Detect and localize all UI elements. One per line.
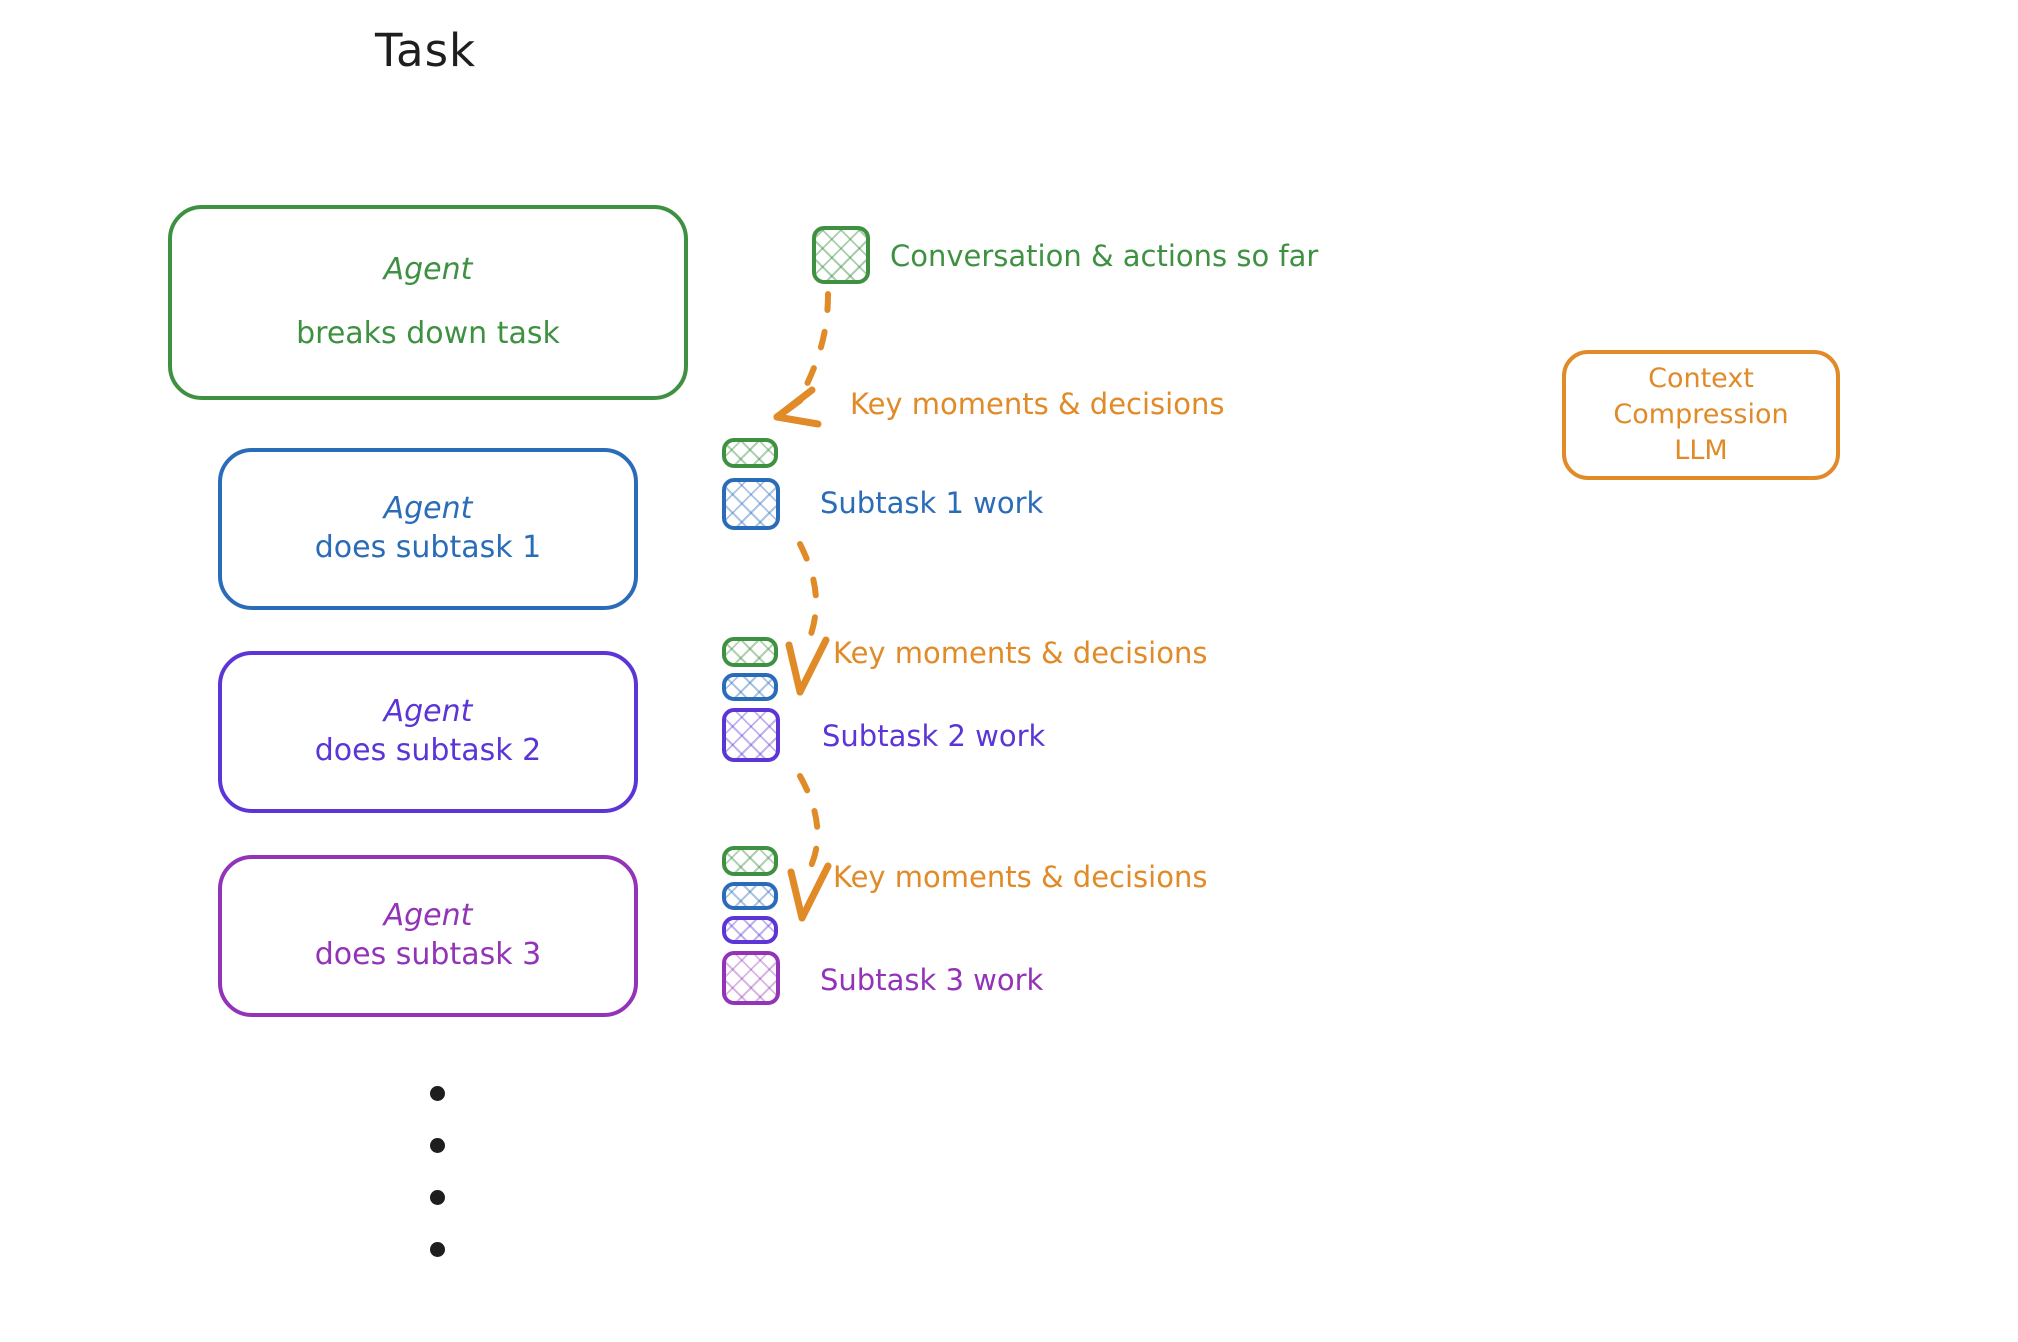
arrow-label-key-moments-2: Key moments & decisions <box>833 636 1208 670</box>
agent-box-subtask-1[interactable]: Agent does subtask 1 <box>218 448 638 610</box>
context-chip-magenta-full-3 <box>722 951 780 1005</box>
arrow-label-key-moments-3: Key moments & decisions <box>833 860 1208 894</box>
agent-role-label: Agent <box>383 897 473 933</box>
continuation-dot <box>430 1242 445 1257</box>
context-chip-green-compressed-2 <box>722 637 778 667</box>
continuation-dot <box>430 1138 445 1153</box>
agent-action-label: breaks down task <box>296 315 560 351</box>
llm-label-line-3: LLM <box>1674 435 1728 467</box>
context-chip-blue-full-1 <box>722 478 780 530</box>
agent-box-breaks-down-task[interactable]: Agent breaks down task <box>168 205 688 400</box>
context-chip-blue-compressed-2 <box>722 673 778 701</box>
context-chip-blue-compressed-3 <box>722 882 778 910</box>
context-chip-violet-full-2 <box>722 708 780 762</box>
agent-role-label: Agent <box>383 693 473 729</box>
context-chip-violet-compressed-3 <box>722 916 778 944</box>
context-row-label-subtask-1: Subtask 1 work <box>820 486 1044 520</box>
context-row-label-subtask-2: Subtask 2 work <box>822 719 1046 753</box>
llm-label-line-1: Context <box>1648 362 1754 394</box>
context-chip-conversation-green-full <box>812 226 870 284</box>
arrow-label-key-moments-1: Key moments & decisions <box>850 387 1225 421</box>
agent-box-subtask-3[interactable]: Agent does subtask 3 <box>218 855 638 1017</box>
arrow-compression-2 <box>785 541 830 696</box>
context-chip-green-compressed-3 <box>722 846 778 876</box>
context-chip-green-compressed-1 <box>722 438 778 468</box>
continuation-dot <box>430 1190 445 1205</box>
page-title: Task <box>375 24 477 77</box>
context-row-label-conversation: Conversation & actions so far <box>890 239 1319 273</box>
agent-box-subtask-2[interactable]: Agent does subtask 2 <box>218 651 638 813</box>
llm-label-line-2: Compression <box>1613 398 1789 430</box>
continuation-dot <box>430 1086 445 1101</box>
arrow-compression-1 <box>773 291 831 428</box>
context-compression-llm-box[interactable]: Context Compression LLM <box>1562 350 1840 480</box>
context-row-label-subtask-3: Subtask 3 work <box>820 963 1044 997</box>
agent-action-label: does subtask 1 <box>314 530 542 566</box>
arrow-compression-3 <box>787 773 832 922</box>
agent-action-label: does subtask 3 <box>314 937 542 973</box>
agent-action-label: does subtask 2 <box>314 733 542 769</box>
agent-role-label: Agent <box>383 252 473 288</box>
agent-role-label: Agent <box>383 490 473 526</box>
